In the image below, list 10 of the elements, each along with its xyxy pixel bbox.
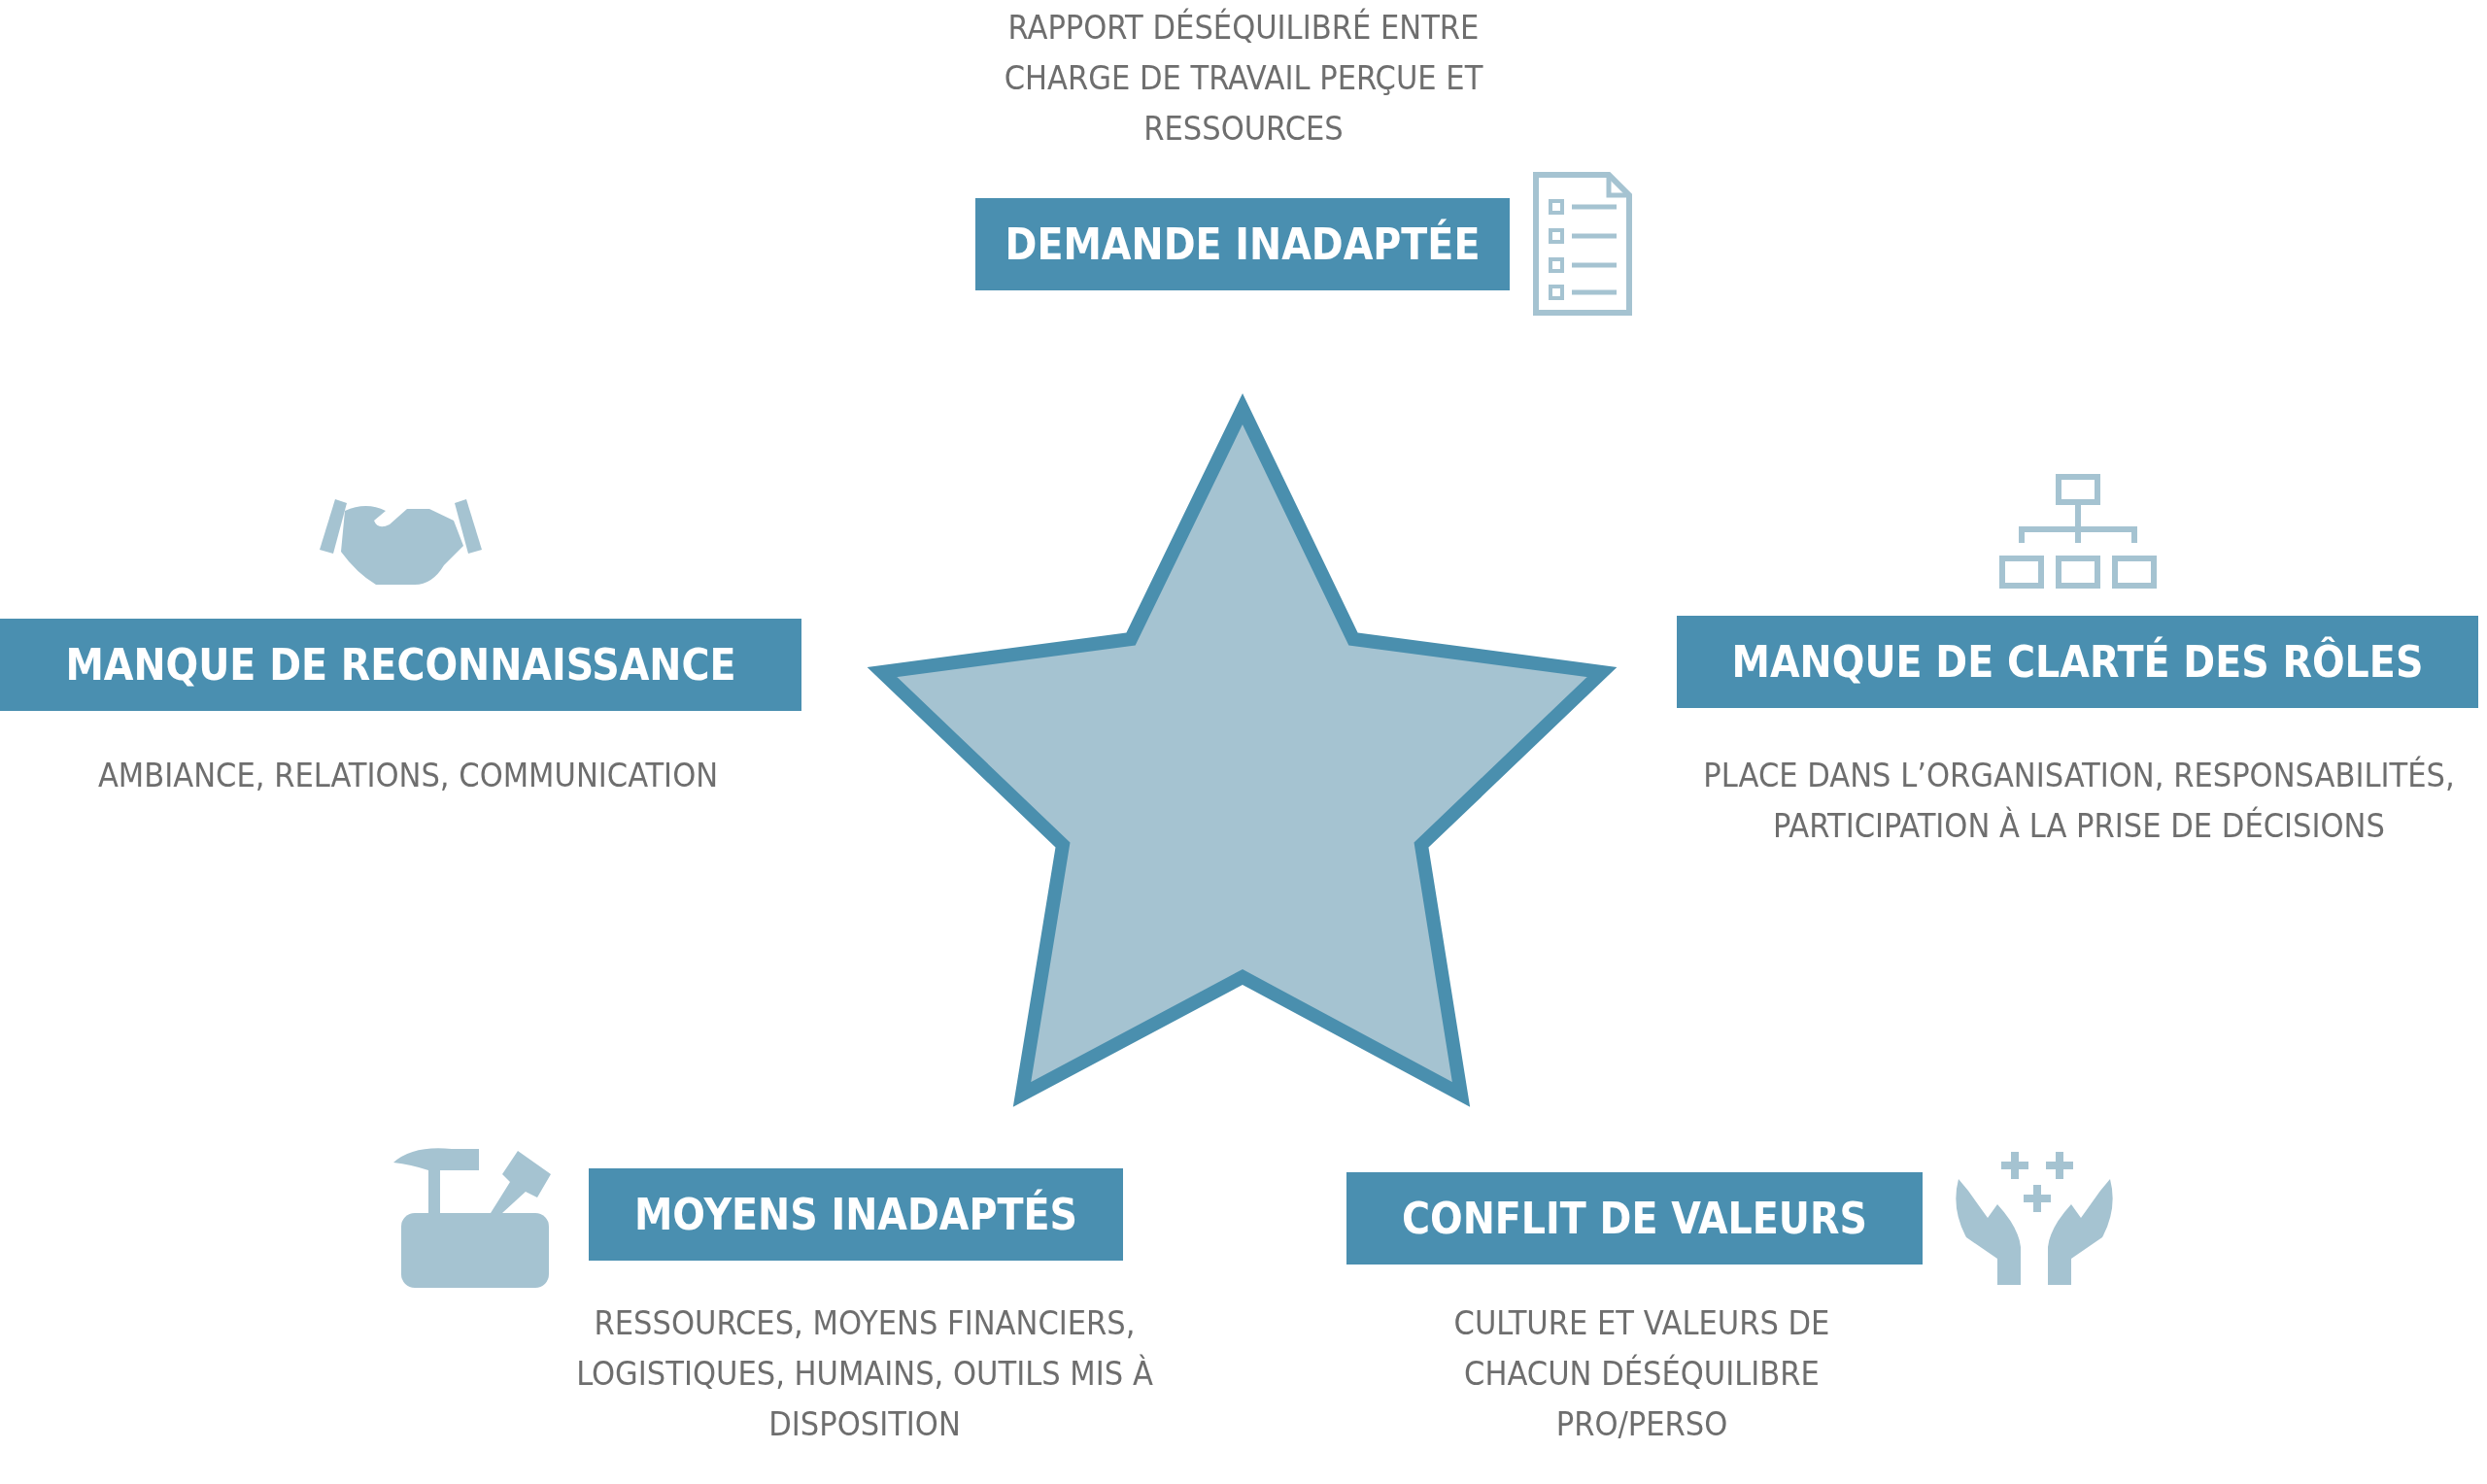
description-text: PLACE DANS L’ORGANISATION, RESPONSABILITÉS, PARTICIPATION À LA PRISE DE DÉCISIONS [1702, 755, 2456, 847]
description-text: RAPPORT DÉSÉQUILIBRÉ ENTRE CHARGE DE TRAVAIL PERÇUE ET RESSOURCES [1003, 7, 1484, 150]
heading-box: MOYENS INADAPTÉS [589, 1168, 1123, 1261]
description-text: CULTURE ET VALEURS DE CHACUN DÉSÉQUILIBRE PRO/PERSO [1452, 1302, 1831, 1445]
heading-box: MANQUE DE RECONNAISSANCE [0, 619, 801, 711]
heading-box: DEMANDE INADAPTÉE [975, 198, 1510, 290]
heading-box: MANQUE DE CLARTÉ DES RÔLES [1677, 616, 2478, 708]
heading-box: CONFLIT DE VALEURS [1346, 1172, 1923, 1265]
description-text: RESSOURCES, MOYENS FINANCIERS, LOGISTIQUES, HUMAINS, OUTILS MIS À DISPOSITION [575, 1302, 1154, 1445]
description-text: AMBIANCE, RELATIONS, COMMUNICATION [96, 755, 720, 796]
